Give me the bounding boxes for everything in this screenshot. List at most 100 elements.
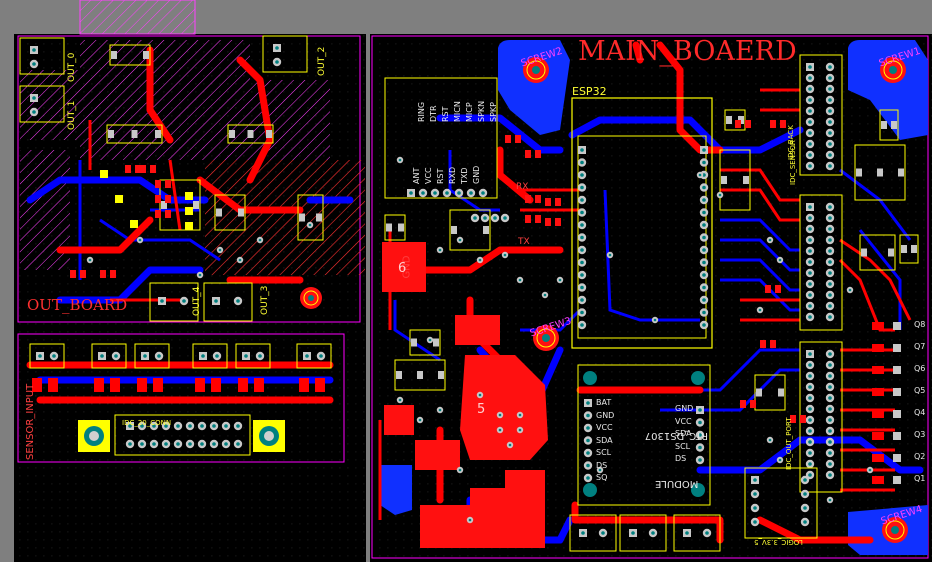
smd-component [297,194,324,241]
gsm-pin-label: ANT [412,167,421,184]
header-pin [825,415,835,425]
header-pin [805,415,815,425]
via [866,466,874,474]
sensor-pin [199,352,207,360]
out-pin [29,107,39,117]
terminal-pin [579,529,587,537]
rtc-pin-right [695,430,705,440]
smd-led [185,222,193,230]
idc-pin [209,421,219,431]
header-pin [825,150,835,160]
header-pin [825,213,835,223]
copper-pour-left [380,465,412,515]
q-led-q2 [872,454,901,462]
header-pin [825,360,835,370]
smd-resistor [735,120,751,128]
smd-component [106,124,163,144]
esp32-pin [699,295,709,305]
q-led-q1 [872,476,901,484]
smd-resistor [525,150,541,158]
smd-resistor [790,415,806,423]
out-board-title: OUT_BOARD [27,296,128,314]
via [496,426,504,434]
rtc-pin-label: DS [596,460,608,470]
header-pin [805,426,815,436]
gsm-pin-label: VCC [424,167,433,184]
out-pin [158,297,166,305]
out-pin [273,44,281,52]
out-label: OUT_3 [260,285,270,315]
via [651,316,659,324]
via [216,246,224,254]
out-pin [29,59,39,69]
rtc-pin-label: SQ [596,473,608,482]
header-pin [825,128,835,138]
smd-resistor [760,340,776,348]
header-pin [805,459,815,469]
esp32-pin [577,170,587,180]
smd-component [449,209,491,251]
rtc-module-outline [577,364,711,506]
header-pin [805,235,815,245]
header-pin [825,106,835,116]
esp32-pin [577,258,587,267]
via [606,251,614,259]
via [456,466,464,474]
gsm-pin-label: RST [436,168,445,184]
smd-resistor [525,215,541,223]
esp32-pin [699,208,709,217]
header-pin [825,426,835,436]
esp32-pin [577,158,587,167]
sensor-terminal [29,343,65,392]
esp32-pin [577,195,587,205]
sensor-pin [255,351,265,361]
q-label: Q5 [914,386,926,395]
rtc-pin-label: GND [596,410,615,420]
bottom-terminal [619,514,667,552]
out-connector [19,37,65,75]
gsm-pin-label: RST [441,106,450,122]
header-pin [805,213,815,223]
out-connector [149,282,199,322]
sensor-pin [98,352,106,360]
out-pin [30,94,38,102]
header-pin [805,95,815,105]
connector-label: IDC_20_CONN [122,419,172,427]
rtc-label-2: MODULE [655,478,699,489]
esp32-pin [699,158,709,167]
header-pin [825,139,835,149]
header-pin [825,448,835,458]
gsm-pin-label: TXD [460,167,469,184]
esp32-pin [699,220,709,230]
main-board-title: MAIN_BOAERD [578,36,797,67]
smd-resistor [545,198,561,206]
esp32-label: ESP32 [572,85,607,98]
gsm-pin [442,188,452,198]
out-pin [212,297,220,305]
smd-resistor [155,195,171,203]
idc-pin [221,439,231,449]
via [776,456,784,464]
esp32-pin [577,245,587,255]
llc-pin [750,489,760,499]
gsm-pin [407,189,415,197]
header-pin [825,382,835,392]
idc-pin [233,421,243,431]
rtc-pin-left [583,461,593,470]
via [396,396,404,404]
smd-resistor [155,180,171,188]
esp32-pin [577,233,587,242]
tx-label: TX [518,237,530,247]
gsm-pin-label: RING [417,101,426,122]
idc-pin [209,439,219,449]
screw-hole-2 [880,57,906,83]
copper-pour-top-right [848,40,928,140]
connector-label: IDC_BACK [787,125,795,160]
out-label: OUT_0 [67,52,77,82]
sensor-pin [111,351,121,361]
idc-pin [161,421,171,431]
screw-hole-3 [533,325,559,351]
via [136,236,144,244]
out-label: OUT_2 [317,46,327,76]
